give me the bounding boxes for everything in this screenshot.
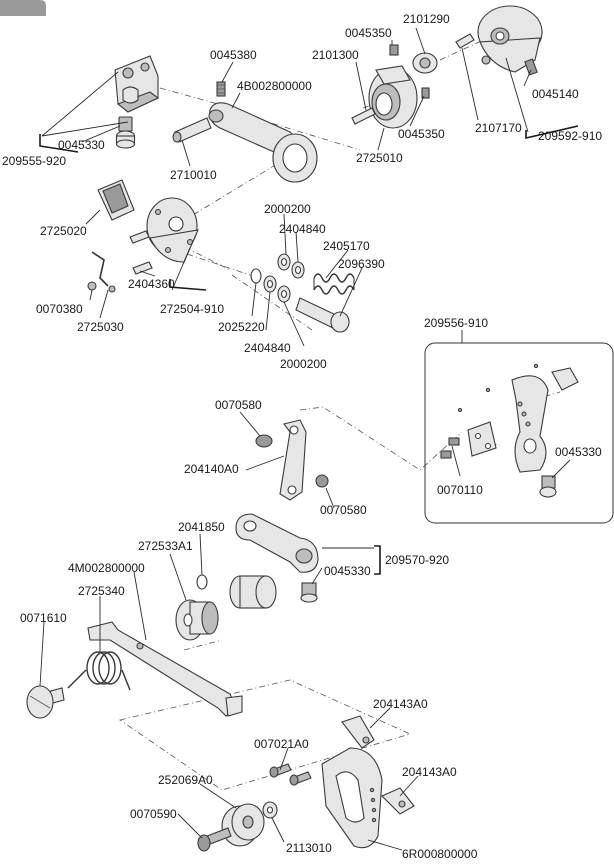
label-2725020: 2725020 <box>40 224 87 238</box>
screw-0070590 <box>197 827 232 852</box>
part-labels: 0045350 2101290 0045380 2101300 4B002800… <box>2 12 602 861</box>
label-4B002800000: 4B002800000 <box>237 79 312 93</box>
screw-0070580-a <box>255 434 273 448</box>
corner-tab <box>0 0 46 16</box>
label-2101290: 2101290 <box>403 12 450 26</box>
label-272504-910: 272504-910 <box>160 302 224 316</box>
label-2041850: 2041850 <box>178 520 225 534</box>
label-2405170: 2405170 <box>323 239 370 253</box>
washer-2404840-b <box>263 275 277 293</box>
label-0045330-a: 0045330 <box>58 138 105 152</box>
set-screw-0045380 <box>216 81 226 97</box>
hub-272533A1 <box>175 599 219 641</box>
label-2404360: 2404360 <box>128 277 175 291</box>
label-2725030: 2725030 <box>77 320 124 334</box>
label-2107170: 2107170 <box>475 121 522 135</box>
label-209570-920: 209570-920 <box>385 553 449 567</box>
shaft-2096390 <box>295 297 350 333</box>
label-0045350-b: 0045350 <box>398 127 445 141</box>
label-2025220: 2025220 <box>218 320 265 334</box>
label-2096390: 2096390 <box>338 257 385 271</box>
label-4M002800000: 4M002800000 <box>68 561 145 575</box>
tab-204143A0-a <box>341 715 375 749</box>
label-204143A0-b: 204143A0 <box>402 765 457 779</box>
label-0070110: 0070110 <box>437 483 483 497</box>
washer-2404840-a <box>291 261 305 279</box>
label-0071610: 0071610 <box>20 611 67 625</box>
screw-0045140 <box>524 58 538 76</box>
screw-0070380 <box>87 281 116 293</box>
knob-0071610 <box>26 685 65 719</box>
label-2404840-b: 2404840 <box>244 341 291 355</box>
label-0045380: 0045380 <box>210 48 257 62</box>
label-0070380: 0070380 <box>36 302 83 316</box>
label-2725010: 2725010 <box>356 151 403 165</box>
spring-2725340 <box>67 651 131 691</box>
wire-spring-2725030 <box>91 251 109 287</box>
plate-6R000800000 <box>321 747 383 849</box>
ring-2025220 <box>250 268 262 284</box>
leader-lines <box>39 27 571 851</box>
label-209592-910: 209592-910 <box>538 129 602 143</box>
pin-2101300 <box>351 107 376 125</box>
label-0045330-c: 0045330 <box>555 445 602 459</box>
label-272533A1: 272533A1 <box>138 539 193 553</box>
label-2710010: 2710010 <box>170 168 217 182</box>
screw-0070580-b <box>315 474 329 488</box>
ring-2041850 <box>196 574 208 590</box>
knob-252069A0 <box>221 803 265 847</box>
screw-0045330-a <box>115 116 136 149</box>
centre-lines <box>119 29 561 791</box>
thread-guide-block <box>114 55 160 113</box>
spring-2405170 <box>313 273 355 295</box>
screw-0045350-a <box>389 44 399 56</box>
label-2725340: 2725340 <box>78 584 125 598</box>
label-2000200-a: 2000200 <box>264 202 311 216</box>
lever-4M002800000 <box>87 621 243 717</box>
label-6R000800000: 6R000800000 <box>402 847 478 861</box>
screw-007021A0-b <box>289 771 312 786</box>
plate-2725020 <box>97 179 135 221</box>
label-2113010: 2113010 <box>286 841 332 855</box>
brackets <box>39 125 579 575</box>
washer-2000200-a <box>277 253 291 271</box>
label-2404840-a: 2404840 <box>279 222 326 236</box>
label-0045330-b: 0045330 <box>324 564 371 578</box>
tab-204143A0-b <box>381 787 415 815</box>
screw-0045350-b <box>421 87 430 99</box>
sleeve <box>229 575 277 609</box>
inset-box <box>424 342 614 524</box>
screw-007021A0-a <box>269 763 292 778</box>
label-209556-910: 209556-910 <box>424 316 488 330</box>
label-209555-920: 209555-920 <box>2 154 66 168</box>
pin-2107170 <box>455 33 475 49</box>
pin-2710010 <box>172 117 212 143</box>
label-204143A0-a: 204143A0 <box>373 697 428 711</box>
washer-2000200-b <box>277 285 291 303</box>
label-0045140: 0045140 <box>532 87 579 101</box>
label-252069A0: 252069A0 <box>158 773 213 787</box>
eccentric-cam-2725010 <box>368 65 418 129</box>
screw-0045330-b <box>300 582 318 603</box>
label-204140A0: 204140A0 <box>184 462 239 476</box>
arm-209570-920 <box>235 513 319 573</box>
label-0045350-a: 0045350 <box>345 26 392 40</box>
collar-2101290 <box>412 52 438 74</box>
washer-2113010 <box>262 801 278 819</box>
label-2000200-b: 2000200 <box>280 357 327 371</box>
label-0070580-a: 0070580 <box>215 398 262 412</box>
label-0070580-b: 0070580 <box>320 503 367 517</box>
pin-2404360-b <box>132 261 153 275</box>
label-2101300: 2101300 <box>312 48 359 62</box>
pin-2404360-a <box>129 230 150 244</box>
label-0070590: 0070590 <box>130 807 177 821</box>
cam-plate <box>146 197 199 263</box>
label-007021A0: 007021A0 <box>254 737 309 751</box>
link-204140A0 <box>279 419 307 501</box>
crank-rod <box>208 102 318 183</box>
